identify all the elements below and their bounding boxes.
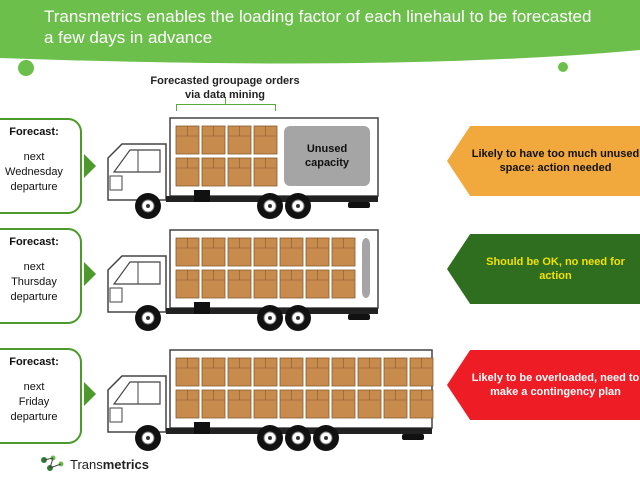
- rear-bumper: [348, 202, 370, 208]
- transmetrics-logo: Transmetrics: [40, 454, 149, 474]
- truck-friday: [107, 349, 434, 451]
- forecast-line: Friday: [18, 396, 50, 408]
- header-banner: Transmetrics enables the loading factor …: [0, 0, 640, 76]
- pointer-triangle: [84, 262, 96, 286]
- forecast-line: next: [23, 381, 45, 393]
- status-sign-thursday: Should be OK, no need for action: [447, 234, 640, 304]
- annotation-bracket: [176, 104, 276, 111]
- logo-text-part1: Trans: [70, 456, 103, 472]
- cab-window: [112, 381, 161, 405]
- forecast-title: Forecast:: [9, 236, 59, 248]
- logo-icon: [41, 455, 64, 471]
- fuel-tank: [194, 190, 210, 202]
- forecast-title: Forecast:: [9, 356, 59, 368]
- forecast-line: Thursday: [11, 276, 57, 288]
- cab-grille: [109, 407, 123, 423]
- fuel-tank: [194, 302, 210, 314]
- forecast-line: departure: [10, 411, 58, 423]
- header-curve: [0, 0, 640, 64]
- pointer-triangle: [84, 154, 96, 178]
- forecast-card-friday: Forecast: next Friday departure: [0, 348, 82, 444]
- cab-window: [112, 261, 161, 285]
- forecast-line: next: [23, 151, 45, 163]
- forecast-title: Forecast:: [9, 126, 59, 138]
- status-sign-friday: Likely to be overloaded, need to make a …: [447, 350, 640, 420]
- rear-bumper: [348, 314, 370, 320]
- rear-bumper: [402, 434, 424, 440]
- decor-dot-left: [18, 60, 34, 76]
- forecast-line: departure: [10, 181, 58, 193]
- page-title: Transmetrics enables the loading factor …: [44, 7, 592, 47]
- annotation-bracket-tick: [225, 98, 226, 104]
- unused-capacity-area: [362, 238, 370, 298]
- forecast-line: departure: [10, 291, 58, 303]
- fuel-tank: [194, 422, 210, 434]
- status-sign-wednesday: Likely to have too much unused space: ac…: [447, 126, 640, 196]
- decor-dot-right: [558, 62, 568, 72]
- forecast-line: Wednesday: [5, 166, 63, 178]
- cab-grille: [109, 175, 123, 191]
- pointer-triangle: [84, 382, 96, 406]
- unused-capacity-area: [284, 126, 370, 186]
- cab-window: [112, 149, 161, 173]
- cab-grille: [109, 287, 123, 303]
- truck-thursday: [107, 229, 379, 331]
- logo-text-part2: metrics: [102, 456, 149, 472]
- forecast-card-thursday: Forecast: next Thursday departure: [0, 228, 82, 324]
- forecast-line: next: [23, 261, 45, 273]
- forecast-card-wednesday: Forecast: next Wednesday departure: [0, 118, 82, 214]
- annotation-label: Forecasted groupage orders via data mini…: [150, 75, 300, 101]
